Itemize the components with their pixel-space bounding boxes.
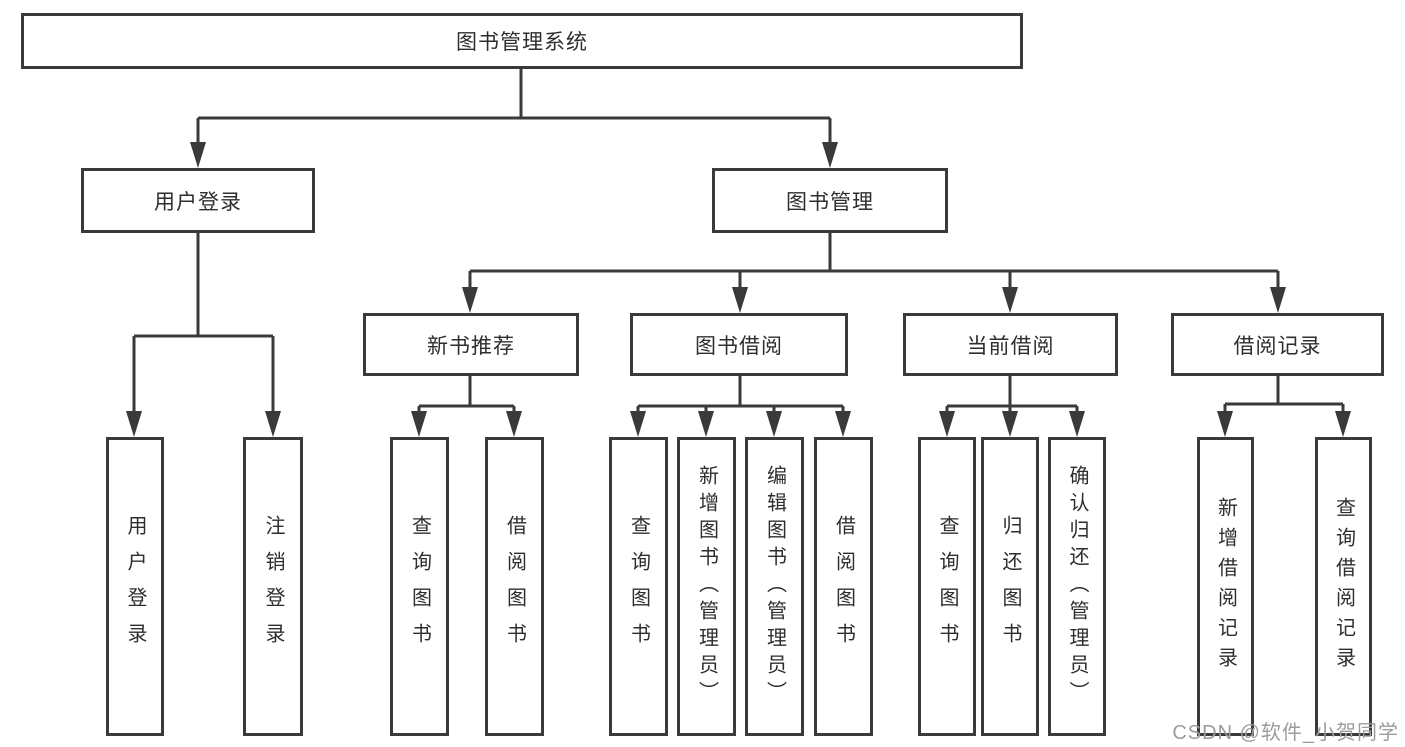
node-new-book-recommend-label: 新书推荐	[427, 334, 515, 358]
leaf-query-books-current-label: 查询图书	[936, 514, 958, 659]
node-book-management: 图书管理	[712, 168, 948, 233]
node-root-system-label: 图书管理系统	[456, 31, 588, 54]
leaf-return-books-label: 归还图书	[999, 514, 1021, 659]
leaf-query-borrow-record-label: 查询借阅记录	[1332, 496, 1355, 677]
leaf-edit-books-admin: 编辑图书（管理员）	[745, 437, 804, 736]
leaf-borrow-books-borrowing: 借阅图书	[814, 437, 873, 736]
leaf-edit-books-admin-label: 编辑图书（管理员）	[763, 465, 786, 708]
node-book-management-label: 图书管理	[786, 190, 874, 214]
node-current-borrowing: 当前借阅	[903, 313, 1118, 376]
leaf-logout: 注销登录	[243, 437, 303, 736]
leaf-query-books-recommend-label: 查询图书	[408, 514, 431, 659]
leaf-borrow-books-recommend-label: 借阅图书	[503, 514, 526, 659]
node-current-borrowing-label: 当前借阅	[966, 334, 1055, 358]
leaf-confirm-return-admin-label: 确认归还（管理员）	[1066, 465, 1088, 708]
leaf-query-books-borrowing: 查询图书	[609, 437, 668, 736]
leaf-add-books-admin: 新增图书（管理员）	[677, 437, 736, 736]
leaf-query-books-borrowing-label: 查询图书	[627, 514, 650, 659]
leaf-query-books-current: 查询图书	[918, 437, 976, 736]
leaf-user-login-label: 用户登录	[124, 514, 146, 659]
leaf-query-books-recommend: 查询图书	[390, 437, 449, 736]
leaf-return-books: 归还图书	[981, 437, 1039, 736]
leaf-add-borrow-record: 新增借阅记录	[1197, 437, 1254, 736]
node-book-borrowing-label: 图书借阅	[695, 334, 783, 358]
node-user-login-group-label: 用户登录	[154, 190, 242, 214]
node-root-system: 图书管理系统	[21, 13, 1023, 69]
leaf-logout-label: 注销登录	[262, 514, 284, 659]
leaf-borrow-books-borrowing-label: 借阅图书	[832, 514, 855, 659]
leaf-add-borrow-record-label: 新增借阅记录	[1214, 496, 1237, 677]
leaf-query-borrow-record: 查询借阅记录	[1315, 437, 1372, 736]
node-borrow-records: 借阅记录	[1171, 313, 1384, 376]
leaf-borrow-books-recommend: 借阅图书	[485, 437, 544, 736]
node-book-borrowing: 图书借阅	[630, 313, 848, 376]
node-new-book-recommend: 新书推荐	[363, 313, 579, 376]
leaf-user-login: 用户登录	[106, 437, 164, 736]
leaf-add-books-admin-label: 新增图书（管理员）	[695, 465, 718, 708]
arrowheads	[126, 142, 1351, 437]
watermark: CSDN @软件_小贺同学	[1172, 722, 1399, 744]
leaf-confirm-return-admin: 确认归还（管理员）	[1048, 437, 1106, 736]
node-borrow-records-label: 借阅记录	[1233, 334, 1322, 358]
node-user-login-group: 用户登录	[81, 168, 315, 233]
